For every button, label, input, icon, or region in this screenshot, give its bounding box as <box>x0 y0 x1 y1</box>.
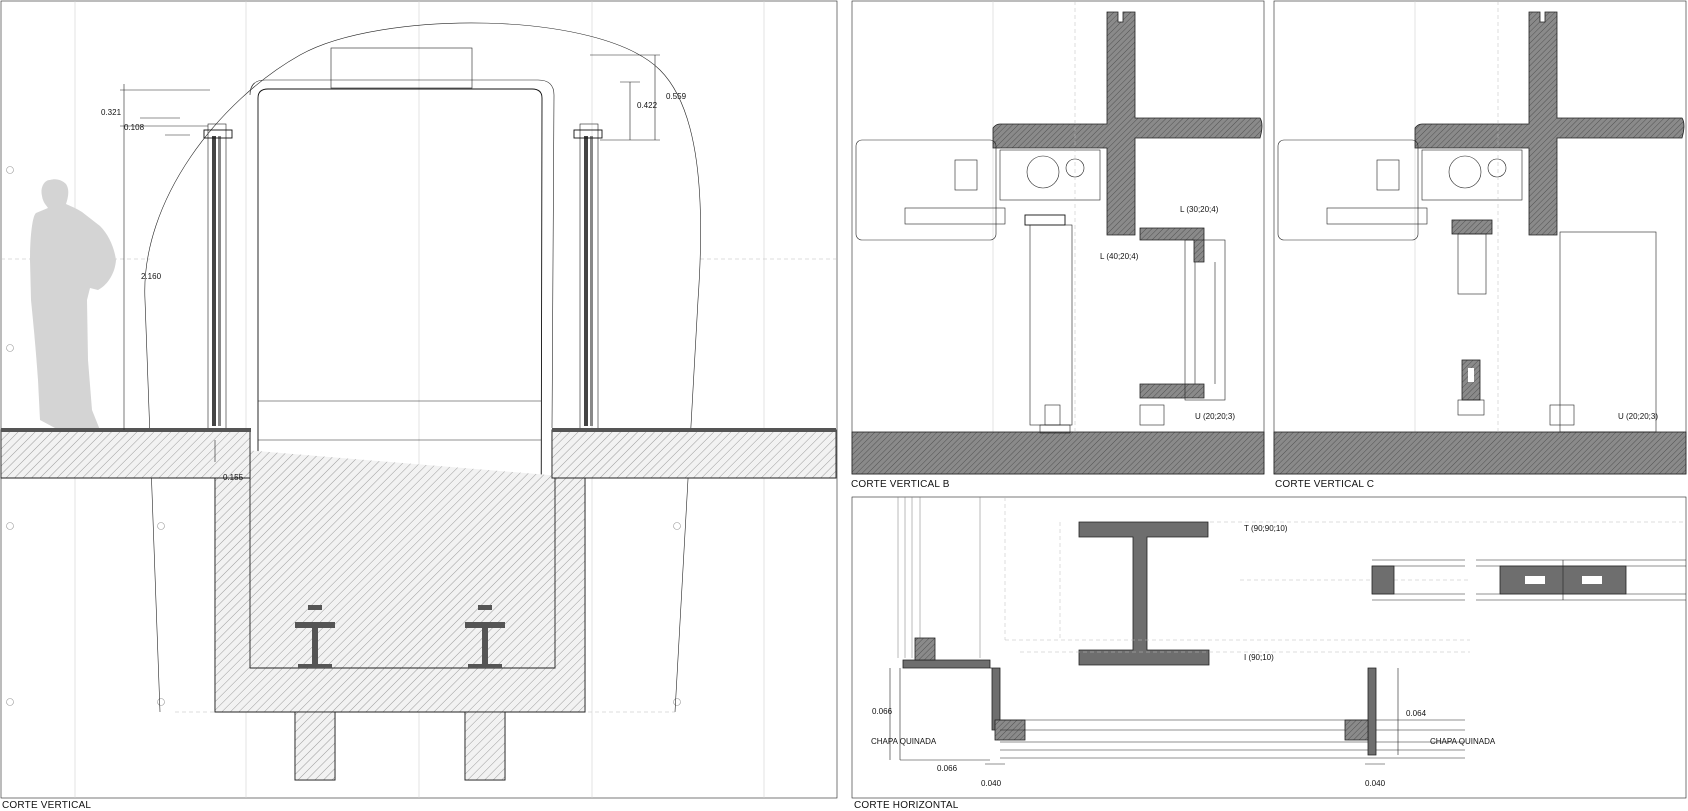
human-figure-silhouette <box>30 179 116 430</box>
panel-corte-vertical-b <box>851 0 1265 475</box>
profile-right-group <box>1371 559 1686 601</box>
annotation-t-90-90-10: T (90;90;10) <box>1244 524 1288 533</box>
annotation-u-20-20-3-c: U (20;20;3) <box>1618 412 1658 421</box>
platform-door-left <box>203 123 233 431</box>
dim-0422: 0.422 <box>637 101 658 110</box>
platform-door-right <box>573 123 603 431</box>
caption-corte-horizontal: CORTE HORIZONTAL <box>854 800 959 811</box>
caption-corte-vertical: CORTE VERTICAL <box>2 800 91 811</box>
annotation-u-20-20-3-b: U (20;20;3) <box>1195 412 1235 421</box>
annotation-chapa-quinada-left: CHAPA QUINADA <box>871 737 937 746</box>
dimension-lines <box>120 54 660 462</box>
steel-cross-section-b <box>992 11 1263 236</box>
dim-0321: 0.321 <box>101 108 122 117</box>
dim-h-0040-right: 0.040 <box>1365 779 1386 788</box>
dim-h-0066-horizontal: 0.066 <box>937 764 958 773</box>
steel-cross-section-c <box>1414 11 1685 236</box>
dim-h-0040-left: 0.040 <box>981 779 1002 788</box>
t-profile <box>1078 521 1210 666</box>
dim-0559: 0.559 <box>666 92 687 101</box>
chapa-quinada-right <box>1344 667 1377 756</box>
dim-2160: 2.160 <box>141 272 162 281</box>
panel-corte-vertical-c <box>1273 0 1687 475</box>
platform-structure <box>0 428 837 781</box>
carrier-c <box>1277 139 1657 433</box>
dim-0155: 0.155 <box>223 473 244 482</box>
panel-corte-horizontal <box>851 496 1687 799</box>
annotation-l-40-20-4: L (40;20;4) <box>1100 252 1139 261</box>
caption-corte-vertical-b: CORTE VERTICAL B <box>851 479 950 490</box>
dim-0108: 0.108 <box>124 123 145 132</box>
tunnel-arch-outline <box>144 22 701 713</box>
carrier-b <box>855 139 1101 434</box>
grid-markers <box>6 166 681 706</box>
caption-corte-vertical-c: CORTE VERTICAL C <box>1275 479 1374 490</box>
annotation-chapa-quinada-right: CHAPA QUINADA <box>1430 737 1496 746</box>
l-profile-b <box>1139 227 1205 263</box>
dim-h-0064: 0.064 <box>1406 709 1427 718</box>
chapa-quinada-left <box>899 637 1465 760</box>
rails <box>295 605 505 668</box>
panel-corte-vertical: 0.321 0.108 2.160 0.155 0.422 0.559 <box>0 0 838 799</box>
annotation-l-30-20-4: L (30;20;4) <box>1180 205 1219 214</box>
annotation-i-90-10: I (90;10) <box>1244 653 1274 662</box>
dim-h-0066-vertical: 0.066 <box>872 707 893 716</box>
